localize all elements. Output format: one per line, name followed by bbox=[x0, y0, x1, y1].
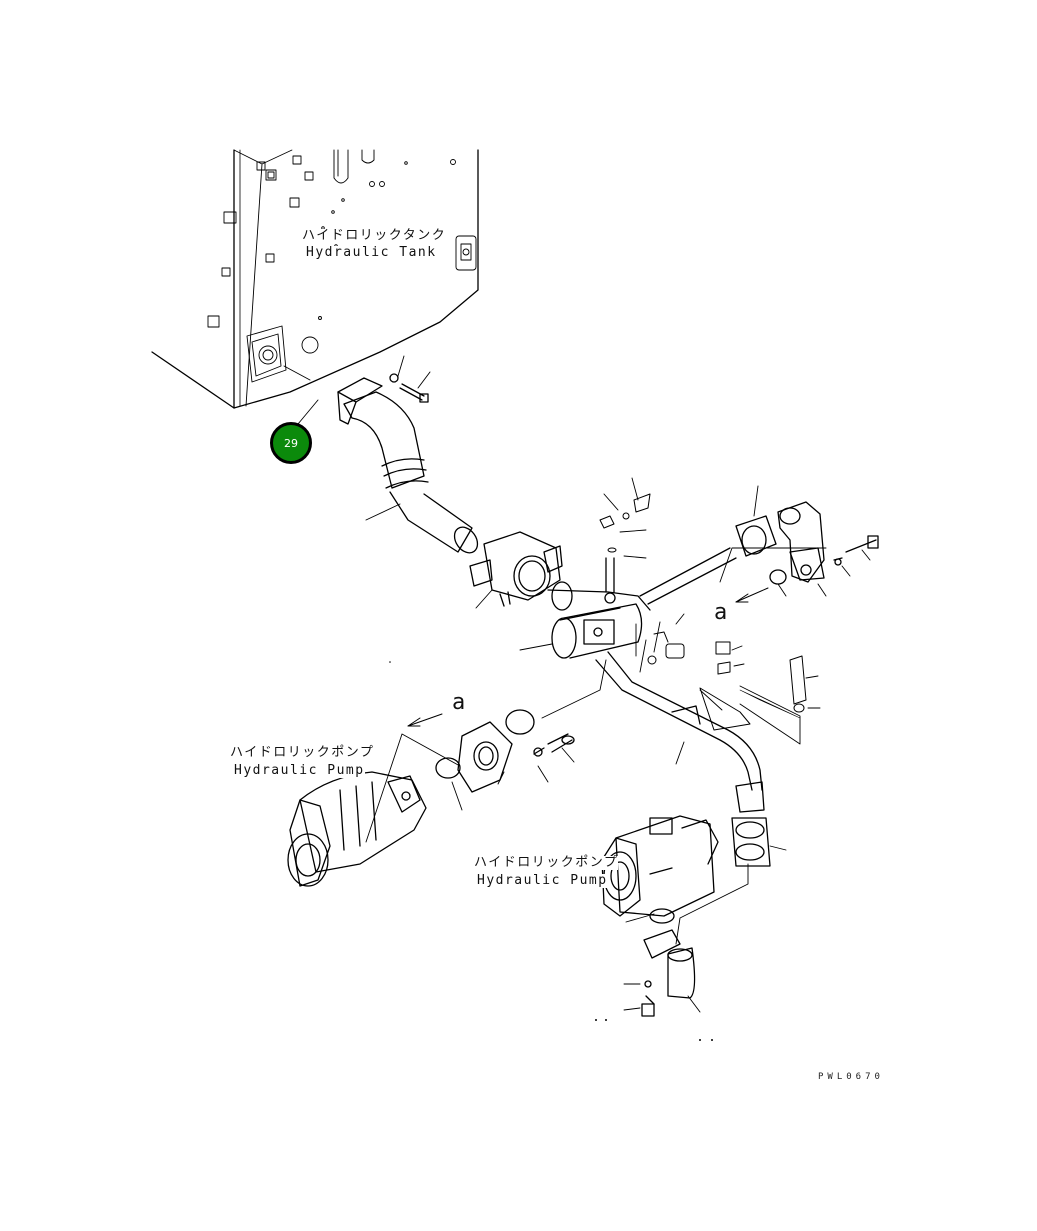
drawing-reference-code: PWL0670 bbox=[818, 1072, 884, 1082]
tank-label-en: Hydraulic Tank bbox=[306, 245, 437, 260]
view-a-label-right: a bbox=[714, 600, 728, 625]
pump2-label-jp: ハイドロリックポンプ bbox=[474, 855, 619, 870]
upper-right-elbow bbox=[735, 501, 879, 585]
suction-elbow bbox=[337, 373, 479, 554]
view-a-arrows bbox=[407, 587, 769, 727]
fittings-top bbox=[599, 493, 685, 665]
coupling-clamp bbox=[469, 531, 563, 607]
dots bbox=[389, 661, 713, 1041]
hydraulic-tank bbox=[151, 149, 479, 409]
view-a-label-left: a bbox=[452, 690, 466, 715]
part-callout-29[interactable]: 29 bbox=[270, 422, 312, 464]
pump-flange-left bbox=[457, 709, 575, 793]
hydraulic-pump-right bbox=[601, 815, 771, 1017]
leader-lines bbox=[297, 355, 871, 1013]
manifold-pipe bbox=[547, 547, 765, 813]
pump2-label-en: Hydraulic Pump bbox=[477, 873, 608, 888]
tank-label-jp: ハイドロリックタンク bbox=[302, 228, 447, 243]
pump1-label-en: Hydraulic Pump bbox=[234, 763, 365, 778]
fittings-right bbox=[699, 641, 807, 731]
pump1-label-jp: ハイドロリックポンプ bbox=[230, 745, 375, 760]
